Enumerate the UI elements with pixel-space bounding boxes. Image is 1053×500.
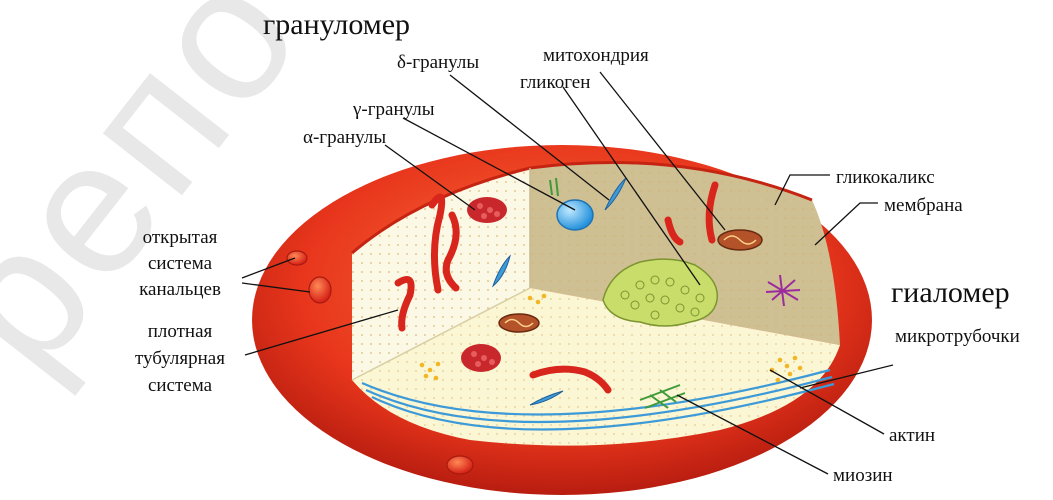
dense-tubular-label-line2: тубулярная	[110, 349, 250, 368]
myosin-label: миозин	[833, 466, 893, 485]
glycocalyx-label: гликокаликс	[836, 168, 935, 187]
delta-granules-label: δ-гранулы	[397, 53, 479, 72]
gamma-granule	[557, 200, 593, 230]
mitochondrion	[718, 230, 762, 250]
open-canal-label-line3: канальцев	[120, 280, 240, 299]
mitochondria-label: митохондрия	[543, 46, 649, 65]
mitochondrion	[499, 314, 539, 332]
open-canal-label-line2: система	[120, 254, 240, 273]
dense-tubular-label-line1: плотная	[110, 322, 250, 341]
open-canal-pit	[447, 456, 473, 474]
open-canal-label-line1: открытая	[120, 228, 240, 247]
microtubules-label: микротрубочки	[895, 327, 1020, 346]
open-canal-pit	[287, 251, 307, 265]
granulomer-heading: грануломер	[263, 10, 410, 40]
membrane-label: мембрана	[884, 196, 963, 215]
open-canal-pit	[309, 277, 331, 303]
glycogen-label: гликоген	[520, 73, 590, 92]
hialomer-heading: гиаломер	[891, 278, 1010, 308]
actin-label: актин	[889, 426, 935, 445]
alpha-granules-label: α-гранулы	[303, 128, 386, 147]
gamma-granules-label: γ-гранулы	[353, 100, 435, 119]
dense-tubular-label-line3: система	[110, 376, 250, 395]
